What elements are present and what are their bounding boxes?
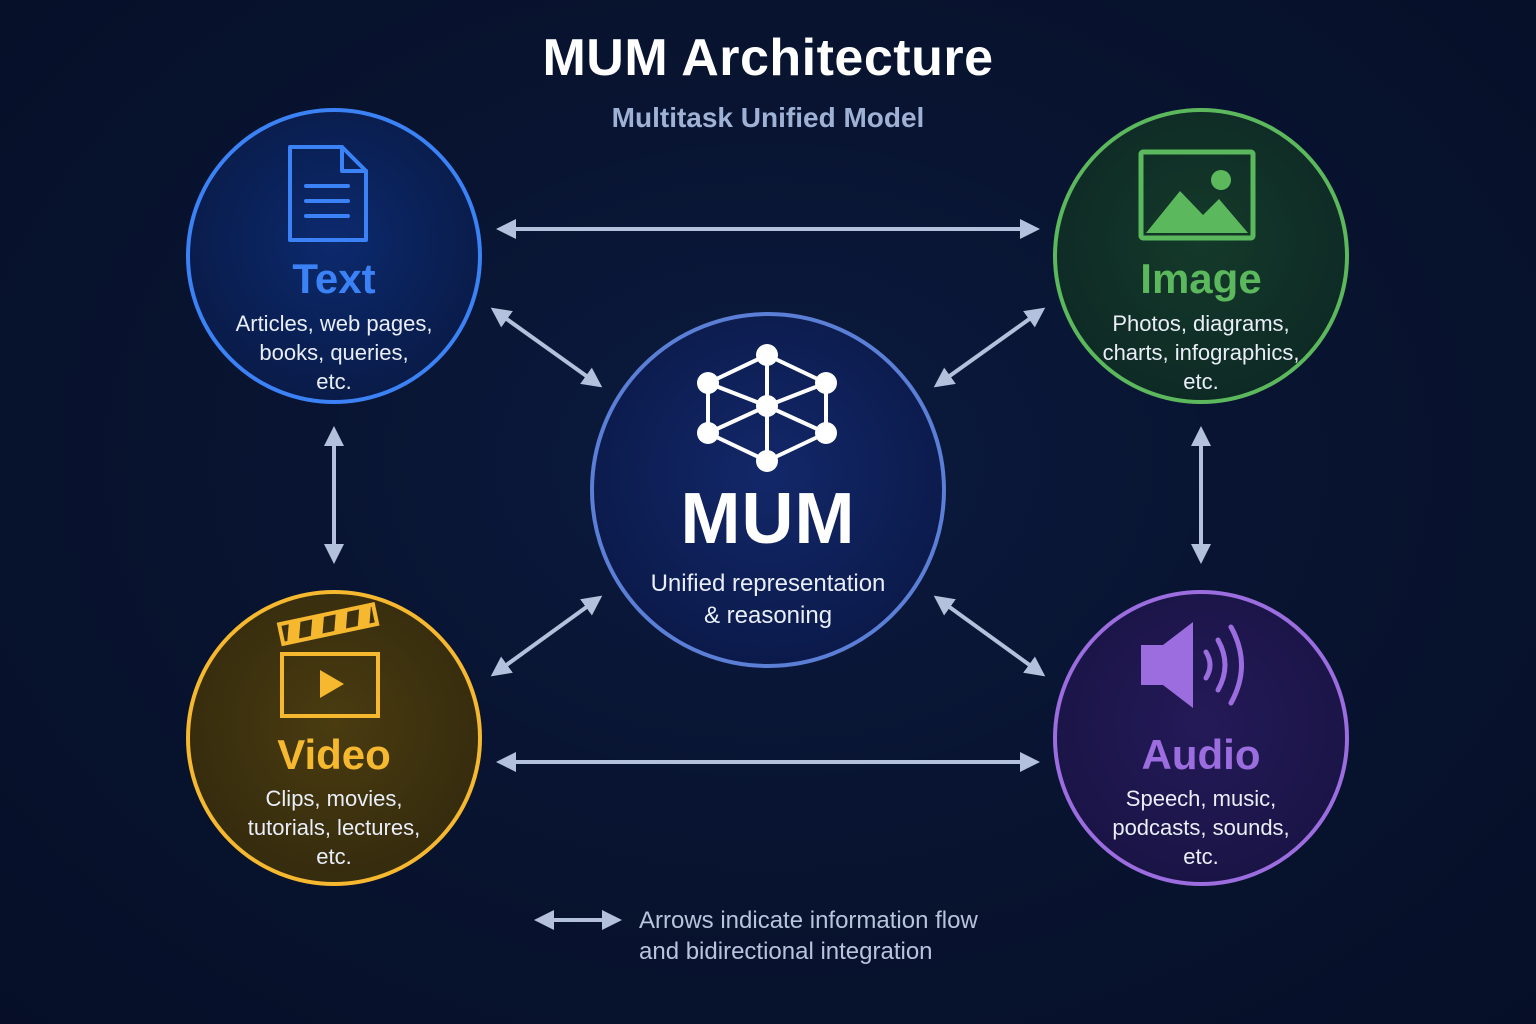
video-node-desc-line1: Clips, movies, xyxy=(265,786,403,811)
network-cube-icon xyxy=(697,344,837,472)
image-node-desc-line3: etc. xyxy=(1183,369,1219,394)
text-node-title: Text xyxy=(292,255,376,302)
arrow-video-mum xyxy=(490,595,603,677)
text-node-desc-line3: etc. xyxy=(316,369,352,394)
image-node-desc-line1: Photos, diagrams, xyxy=(1112,311,1290,336)
arrow-audio-mum xyxy=(933,595,1046,677)
text-node-circle xyxy=(186,108,482,404)
video-node-title: Video xyxy=(277,731,391,778)
audio-node-title: Audio xyxy=(1141,731,1261,778)
image-node-circle xyxy=(1053,108,1349,404)
arrow-text-mum xyxy=(490,307,603,388)
video-node-circle xyxy=(186,590,482,886)
text-node-desc-line2: books, queries, xyxy=(259,340,409,365)
arrow-image-mum xyxy=(933,307,1046,388)
diagram-subtitle: Multitask Unified Model xyxy=(611,102,925,133)
text-node-desc: Articles, web pages, books, queries, etc… xyxy=(204,309,464,396)
audio-node-desc: Speech, music, podcasts, sounds, etc. xyxy=(1071,784,1331,871)
mum-center-desc-line1: Unified representation xyxy=(650,570,886,597)
audio-node-desc-line2: podcasts, sounds, xyxy=(1112,815,1290,840)
legend-line1: Arrows indicate information flow xyxy=(639,907,978,934)
audio-node-desc-line3: etc. xyxy=(1183,844,1219,869)
audio-node-circle xyxy=(1053,590,1349,886)
video-node-desc-line2: tutorials, lectures, xyxy=(247,815,421,840)
connector-arrows xyxy=(324,219,1211,930)
video-node-desc-line3: etc. xyxy=(316,844,352,869)
mum-center-desc: Unified representation & reasoning xyxy=(598,568,938,632)
speaker-icon xyxy=(1141,622,1244,708)
legend-line2: and bidirectional integration xyxy=(639,938,933,965)
video-node-desc: Clips, movies, tutorials, lectures, etc. xyxy=(204,784,464,871)
text-node-desc-line1: Articles, web pages, xyxy=(235,311,433,336)
diagram-title: MUM Architecture xyxy=(542,29,994,87)
mum-center-title: MUM xyxy=(680,479,856,559)
image-node-title: Image xyxy=(1140,255,1262,302)
document-icon xyxy=(288,145,368,242)
clapperboard-icon xyxy=(276,601,380,718)
image-node-desc-line2: charts, infographics, xyxy=(1102,340,1300,365)
image-icon xyxy=(1138,149,1256,241)
mum-center-circle xyxy=(590,312,946,668)
audio-node-desc-line1: Speech, music, xyxy=(1125,786,1277,811)
legend-text: Arrows indicate information flow and bid… xyxy=(639,905,1059,967)
image-node-desc: Photos, diagrams, charts, infographics, … xyxy=(1071,309,1331,396)
mum-center-desc-line2: & reasoning xyxy=(703,602,833,629)
